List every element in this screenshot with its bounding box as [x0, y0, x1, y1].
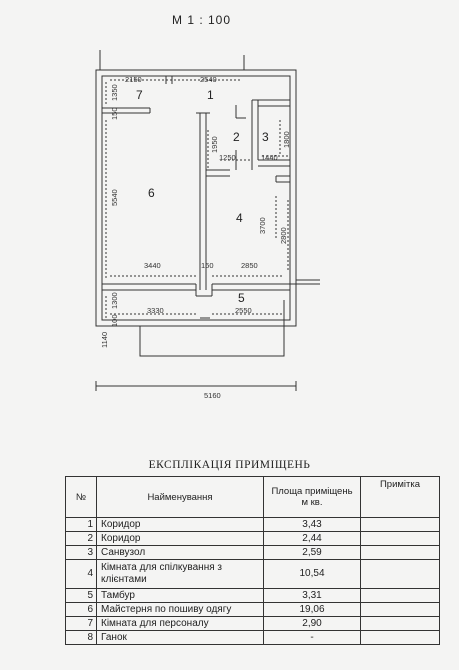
row-area: 3,31	[263, 588, 361, 603]
row-num: 3	[65, 545, 97, 560]
row-area: 19,06	[263, 602, 361, 617]
row-area: 2,59	[263, 545, 361, 560]
row-name: Ганок	[96, 630, 264, 645]
row-note	[360, 517, 440, 532]
dim-room3-height: 1800	[282, 131, 291, 148]
room-label-5: 5	[238, 291, 245, 305]
row-num: 7	[65, 616, 97, 631]
dim-room4-side: 2800	[279, 227, 288, 244]
row-name: Кімната для персоналу	[96, 616, 264, 631]
row-num: 6	[65, 602, 97, 617]
row-name: Санвузол	[96, 545, 264, 560]
header-area: Площа приміщень м кв.	[263, 476, 361, 518]
dim-room2-width: 1250	[219, 153, 236, 162]
dim-porch-left: 1300	[110, 292, 119, 309]
dim-porch-width-left: 3330	[147, 306, 164, 315]
row-area: 2,90	[263, 616, 361, 631]
row-area: 10,54	[263, 559, 361, 589]
dim-room3-width: 1440	[261, 153, 278, 162]
dim-top-right: 2540	[200, 75, 217, 84]
row-name: Тамбур	[96, 588, 264, 603]
row-area: 2,44	[263, 531, 361, 546]
row-name: Майстерня по пошиву одягу	[96, 602, 264, 617]
table-header-row: № Найменування Площа приміщень м кв. При…	[65, 476, 440, 518]
dim-left-upper: 1350	[110, 84, 119, 101]
row-note	[360, 616, 440, 631]
header-note: Примітка	[360, 476, 440, 518]
row-area: 3,43	[263, 517, 361, 532]
row-num: 1	[65, 517, 97, 532]
dim-room4-inner: 3700	[258, 217, 267, 234]
row-name: Кімната для спілкування з клієнтами	[96, 559, 264, 589]
dim-total-width: 5160	[204, 391, 221, 400]
dim-room6-width: 3440	[144, 261, 161, 270]
row-num: 4	[65, 559, 97, 589]
row-note	[360, 602, 440, 617]
dim-wall: 160	[201, 261, 214, 270]
row-num: 2	[65, 531, 97, 546]
row-note	[360, 559, 440, 589]
room-label-4: 4	[236, 211, 243, 225]
header-name: Найменування	[96, 476, 264, 518]
dim-room4-width: 2850	[241, 261, 258, 270]
table-title: ЕКСПЛІКАЦІЯ ПРИМІЩЕНЬ	[148, 459, 311, 471]
dim-porch-small: 100	[110, 314, 119, 327]
row-name: Коридор	[96, 517, 264, 532]
room-label-2: 2	[233, 130, 240, 144]
dim-left-main: 5540	[110, 189, 119, 206]
row-name: Коридор	[96, 531, 264, 546]
dim-corridor2-height: 1950	[210, 136, 219, 153]
floor-plan	[95, 50, 320, 391]
dim-porch-width-right: 2550	[235, 306, 252, 315]
scale-label: М 1 : 100	[172, 13, 232, 27]
dim-left-small: 150	[110, 107, 119, 120]
dim-top-left: 2150	[125, 75, 142, 84]
header-num: №	[65, 476, 97, 518]
room-label-6: 6	[148, 186, 155, 200]
dim-porch-bottom: 1140	[100, 331, 109, 348]
room-label-1: 1	[207, 88, 214, 102]
row-note	[360, 545, 440, 560]
explication-table: № Найменування Площа приміщень м кв. При…	[65, 476, 440, 645]
row-note	[360, 531, 440, 546]
row-num: 5	[65, 588, 97, 603]
room-label-7: 7	[136, 88, 143, 102]
row-note	[360, 588, 440, 603]
row-area: -	[263, 630, 361, 645]
row-note	[360, 630, 440, 645]
room-label-3: 3	[262, 130, 269, 144]
row-num: 8	[65, 630, 97, 645]
